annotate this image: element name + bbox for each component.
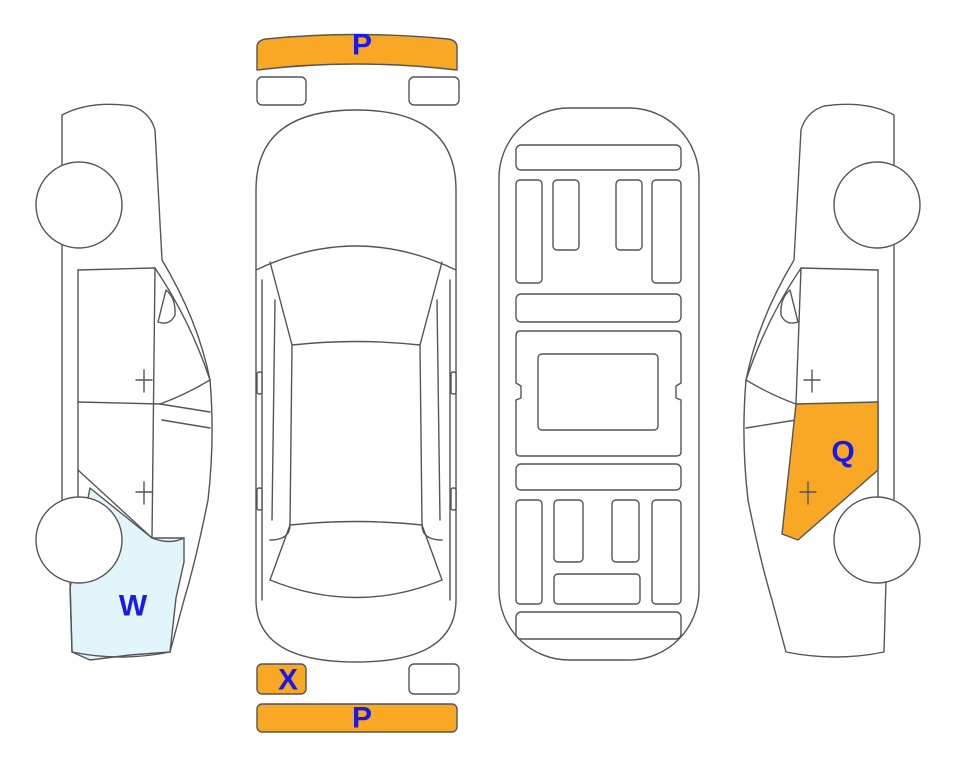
front-bumper-label: P	[352, 29, 372, 62]
front-left-light[interactable]	[256, 76, 307, 106]
top-view: P X P	[255, 29, 460, 735]
left-rear-wheel[interactable]	[35, 496, 123, 584]
rear-left-light-label: X	[278, 664, 298, 697]
rear-bumper-label: P	[352, 702, 372, 735]
underbody-view	[498, 107, 700, 661]
front-bumper-panel[interactable]	[256, 33, 458, 71]
left-side-view: W	[35, 103, 213, 661]
right-rear-door-panel[interactable]	[781, 401, 879, 541]
front-right-light[interactable]	[408, 76, 460, 106]
right-front-wheel[interactable]	[833, 161, 921, 249]
rear-bumper-panel[interactable]	[256, 703, 458, 733]
left-rear-quarter-label: W	[119, 590, 148, 623]
right-rear-door-label: Q	[831, 436, 854, 469]
right-rear-wheel[interactable]	[833, 496, 921, 584]
rear-right-light[interactable]	[408, 663, 460, 695]
right-side-view: Q	[743, 103, 921, 658]
left-front-wheel[interactable]	[35, 161, 123, 249]
rear-left-light[interactable]	[256, 663, 307, 695]
